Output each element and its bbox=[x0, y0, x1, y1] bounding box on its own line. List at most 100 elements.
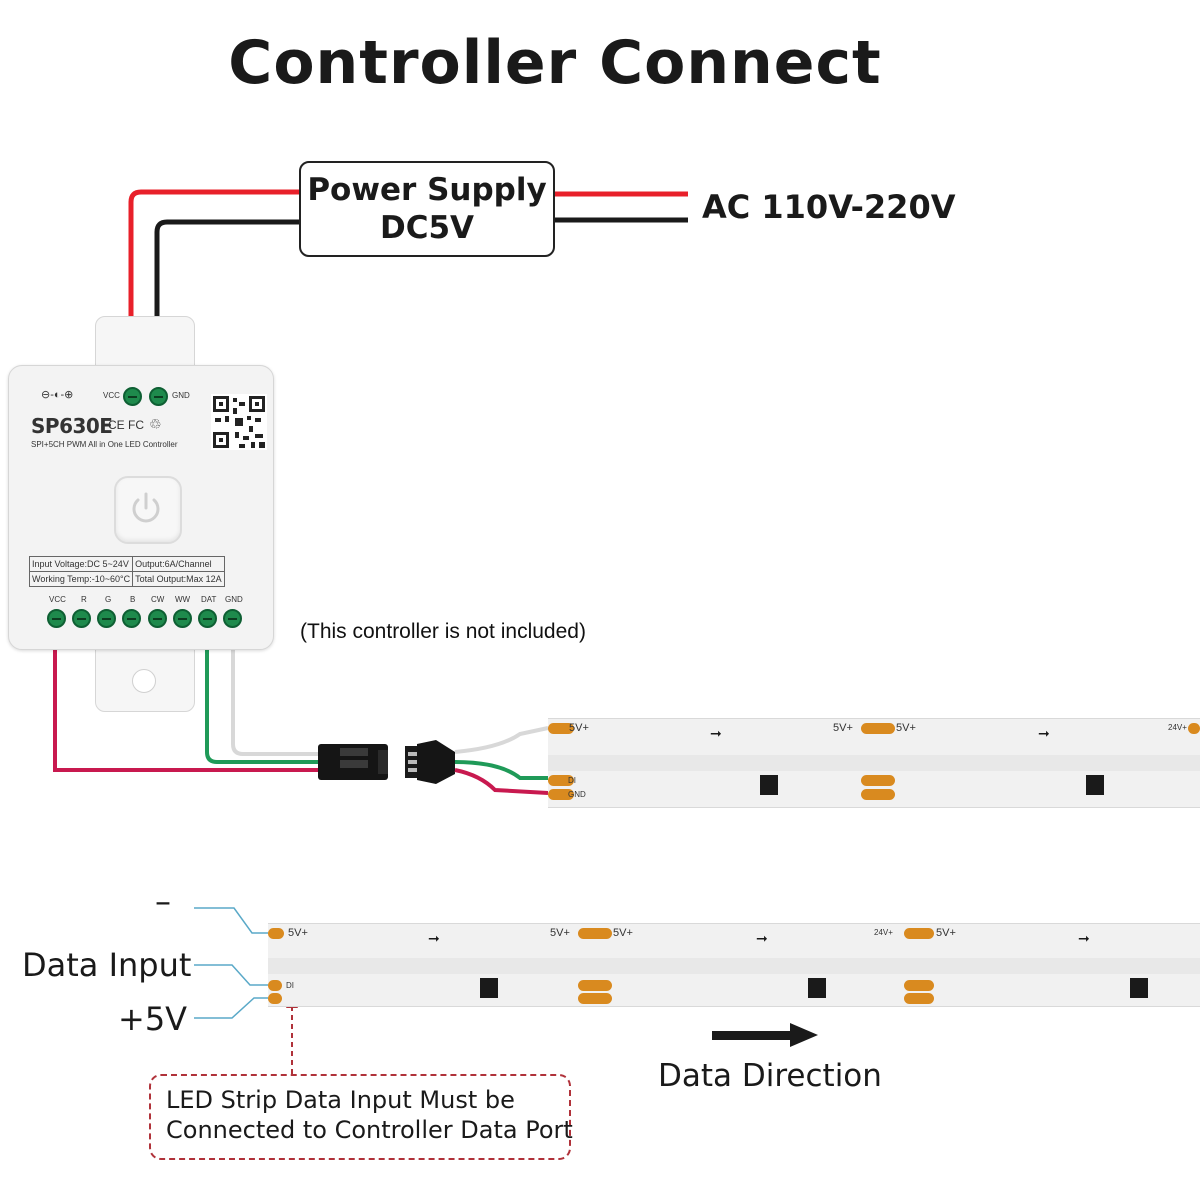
arrow-right-icon: ➞ bbox=[756, 930, 768, 946]
certification-marks: CE FC bbox=[108, 418, 144, 432]
strip-label-5v: 5V+ bbox=[936, 927, 956, 939]
output-gnd-wire bbox=[53, 648, 320, 772]
plus5v-leader-line bbox=[194, 997, 268, 1019]
strip-pad bbox=[548, 723, 574, 734]
recycle-icon: ♲ bbox=[149, 416, 162, 432]
pin-label-dat: DAT bbox=[201, 595, 217, 604]
output-pin-g bbox=[97, 609, 116, 628]
strip-label-5v: 5V+ bbox=[833, 722, 853, 734]
strip-pad bbox=[861, 789, 895, 800]
power-supply-box: Power Supply DC5V bbox=[299, 161, 555, 257]
controller-subtitle: SPI+5CH PWM All in One LED Controller bbox=[31, 440, 178, 449]
led-strip-1: 5V+ DI GND ➞ 5V+ 5V+ ➞ 24V+ bbox=[548, 718, 1200, 808]
strip-pad bbox=[904, 980, 934, 991]
pin-label-cw: CW bbox=[151, 595, 165, 604]
top-pin-vcc bbox=[123, 387, 142, 406]
minus-leader-line bbox=[194, 907, 268, 934]
strip-chip bbox=[808, 978, 826, 998]
strip-pad bbox=[548, 775, 574, 786]
ac-input-label: AC 110V-220V bbox=[702, 188, 956, 226]
spec-cell: Working Temp:-10~60°C bbox=[28, 571, 134, 587]
strip-divider bbox=[548, 755, 1200, 771]
spec-cell: Input Voltage:DC 5~24V bbox=[28, 556, 134, 572]
data-direction-label: Data Direction bbox=[658, 1058, 882, 1094]
dc-positive-wire bbox=[128, 189, 299, 368]
top-pin-label-vcc: VCC bbox=[103, 391, 120, 400]
strip-chip bbox=[480, 978, 498, 998]
spec-cell: Output:6A/Channel bbox=[132, 556, 225, 572]
power-supply-label: Power Supply bbox=[307, 172, 547, 208]
strip-pad bbox=[548, 789, 574, 800]
strip-label-5v: 5V+ bbox=[569, 722, 589, 734]
pin-label-r: R bbox=[81, 595, 87, 604]
strip-pad bbox=[578, 928, 612, 939]
warning-box bbox=[149, 1074, 571, 1160]
strip-pad bbox=[904, 993, 934, 1004]
strip-chip bbox=[1086, 775, 1104, 795]
mount-hole bbox=[132, 669, 156, 693]
output-pin-vcc bbox=[47, 609, 66, 628]
strip-label-5v: 5V+ bbox=[613, 927, 633, 939]
arrow-right-icon: ➞ bbox=[428, 930, 440, 946]
pin-label-g: G bbox=[105, 595, 112, 604]
strip-label-di: DI bbox=[568, 776, 576, 785]
output-pin-r bbox=[72, 609, 91, 628]
minus-label: – bbox=[155, 882, 171, 920]
dc-polarity-icon: ⊖-◐-⊕ bbox=[41, 389, 74, 401]
strip-label-5v: 5V+ bbox=[896, 722, 916, 734]
output-pin-dat bbox=[198, 609, 217, 628]
strip-pad bbox=[268, 993, 282, 1004]
strip-pad bbox=[1188, 723, 1200, 734]
power-supply-voltage: DC5V bbox=[379, 210, 475, 246]
strip-pad bbox=[904, 928, 934, 939]
warning-line-1: LED Strip Data Input Must be bbox=[166, 1086, 515, 1114]
pin-label-vcc: VCC bbox=[49, 595, 66, 604]
warning-text: LED Strip Data Input Must be Connected t… bbox=[166, 1085, 573, 1145]
arrow-right-icon: ➞ bbox=[710, 725, 722, 741]
spec-table: Input Voltage:DC 5~24V Output:6A/Channel… bbox=[28, 556, 225, 587]
spec-cell: Total Output:Max 12A bbox=[132, 571, 225, 587]
strip-pad bbox=[578, 993, 612, 1004]
output-data-wire bbox=[205, 648, 320, 764]
strip-pad bbox=[861, 775, 895, 786]
page-title: Controller Connect bbox=[228, 28, 882, 98]
pin-label-gnd: GND bbox=[225, 595, 243, 604]
pin-label-ww: WW bbox=[175, 595, 191, 604]
strip-label-24v: 24V+ bbox=[874, 928, 893, 937]
power-icon bbox=[132, 492, 160, 523]
controller-model: SP630E bbox=[31, 414, 113, 438]
strip-divider bbox=[268, 958, 1200, 974]
output-vcc-wire bbox=[231, 648, 320, 756]
top-pin-label-gnd: GND bbox=[172, 391, 190, 400]
led-strip-2: 5V+ DI ➞ 5V+ 5V+ ➞ 24V+ 5V+ ➞ bbox=[268, 923, 1200, 1007]
strip-pad bbox=[861, 723, 895, 734]
led-controller: ⊖-◐-⊕ VCC GND SP630E CE FC ♲ SPI+5CH PWM… bbox=[8, 365, 274, 650]
output-pin-cw bbox=[148, 609, 167, 628]
controller-note: (This controller is not included) bbox=[300, 620, 586, 643]
data-input-leader-line bbox=[194, 964, 268, 986]
power-button[interactable] bbox=[114, 476, 182, 544]
pin-label-b: B bbox=[130, 595, 136, 604]
strip-pad bbox=[268, 980, 282, 991]
warning-line-2: Connected to Controller Data Port bbox=[166, 1116, 573, 1144]
data-direction-arrow bbox=[712, 1023, 818, 1047]
output-pin-ww bbox=[173, 609, 192, 628]
qr-code-icon bbox=[211, 394, 267, 450]
strip-label-5v: 5V+ bbox=[288, 927, 308, 939]
plus5v-label: +5V bbox=[118, 1000, 188, 1038]
arrow-right-icon: ➞ bbox=[1078, 930, 1090, 946]
strip-label-di: DI bbox=[286, 981, 294, 990]
strip-label-5v: 5V+ bbox=[550, 927, 570, 939]
top-pin-gnd bbox=[149, 387, 168, 406]
strip-chip bbox=[760, 775, 778, 795]
spec-row: Input Voltage:DC 5~24V Output:6A/Channel bbox=[28, 556, 225, 572]
strip-label-gnd: GND bbox=[568, 790, 586, 799]
dc-negative-wire bbox=[154, 219, 299, 368]
strip1-vcc-wire bbox=[454, 726, 549, 754]
data-input-label: Data Input bbox=[22, 946, 192, 984]
strip-chip bbox=[1130, 978, 1148, 998]
jst-male-connector bbox=[405, 740, 455, 784]
arrow-right-icon: ➞ bbox=[1038, 725, 1050, 741]
